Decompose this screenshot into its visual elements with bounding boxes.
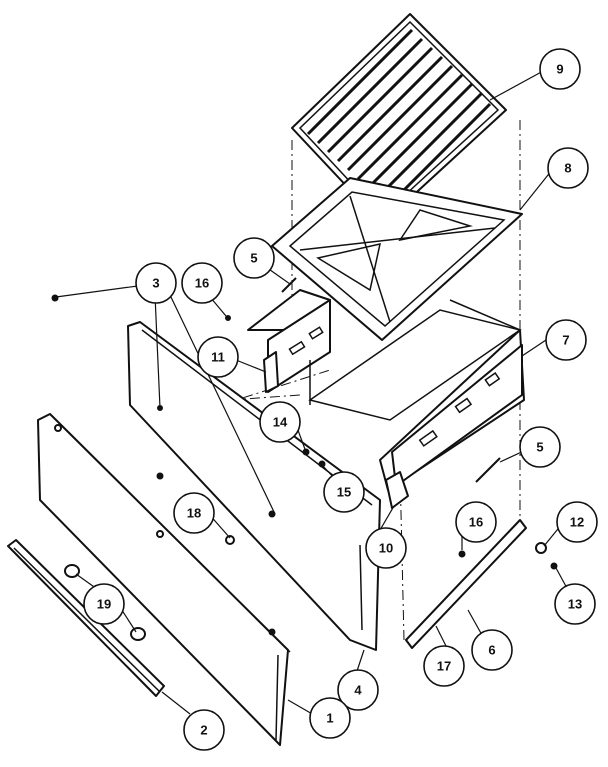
svg-text:6: 6	[488, 643, 495, 658]
bracket	[263, 351, 409, 509]
svg-text:19: 19	[97, 597, 111, 612]
callout-8: 8	[547, 147, 589, 189]
svg-text:5: 5	[536, 440, 543, 455]
callout-18: 18	[173, 492, 215, 534]
svg-text:2: 2	[200, 723, 207, 738]
svg-text:17: 17	[437, 659, 451, 674]
callout-6: 6	[471, 629, 513, 671]
callout-16-upper: 16	[181, 262, 223, 304]
svg-text:1: 1	[326, 711, 333, 726]
callout-13: 13	[554, 583, 596, 625]
svg-text:12: 12	[570, 515, 584, 530]
callout-14: 14	[259, 401, 301, 443]
svg-text:11: 11	[211, 350, 225, 365]
svg-text:7: 7	[562, 333, 569, 348]
callout-12: 12	[556, 501, 598, 543]
svg-text:13: 13	[568, 597, 582, 612]
svg-text:16: 16	[469, 515, 483, 530]
svg-text:10: 10	[379, 541, 393, 556]
door-panel	[37, 413, 291, 746]
broiler-box	[247, 289, 525, 491]
svg-text:18: 18	[187, 506, 201, 521]
svg-text:5: 5	[250, 251, 257, 266]
callout-1: 1	[309, 697, 351, 739]
svg-text:3: 3	[152, 276, 159, 291]
springs	[281, 277, 501, 483]
handle-standoffs	[64, 564, 146, 641]
svg-text:8: 8	[564, 161, 571, 176]
callout-4: 4	[337, 669, 379, 711]
callout-17: 17	[423, 645, 465, 687]
callout-2: 2	[183, 709, 225, 751]
callout-16-lower: 16	[455, 501, 497, 543]
callout-19: 19	[83, 583, 125, 625]
callout-7: 7	[545, 319, 587, 361]
callout-3: 3	[135, 262, 177, 304]
burner-pan	[271, 177, 523, 341]
callout-5-upper: 5	[233, 237, 275, 279]
svg-text:14: 14	[273, 415, 288, 430]
callout-10: 10	[365, 527, 407, 569]
grate-slots	[306, 28, 492, 208]
callout-15: 15	[323, 471, 365, 513]
svg-text:4: 4	[354, 683, 362, 698]
callout-11: 11	[197, 336, 239, 378]
svg-text:15: 15	[337, 485, 351, 500]
callout-5-lower: 5	[519, 426, 561, 468]
handle-rail	[7, 539, 165, 697]
svg-text:16: 16	[195, 276, 209, 291]
side-rail	[405, 519, 527, 649]
svg-text:9: 9	[556, 62, 563, 77]
callout-9: 9	[539, 48, 581, 90]
